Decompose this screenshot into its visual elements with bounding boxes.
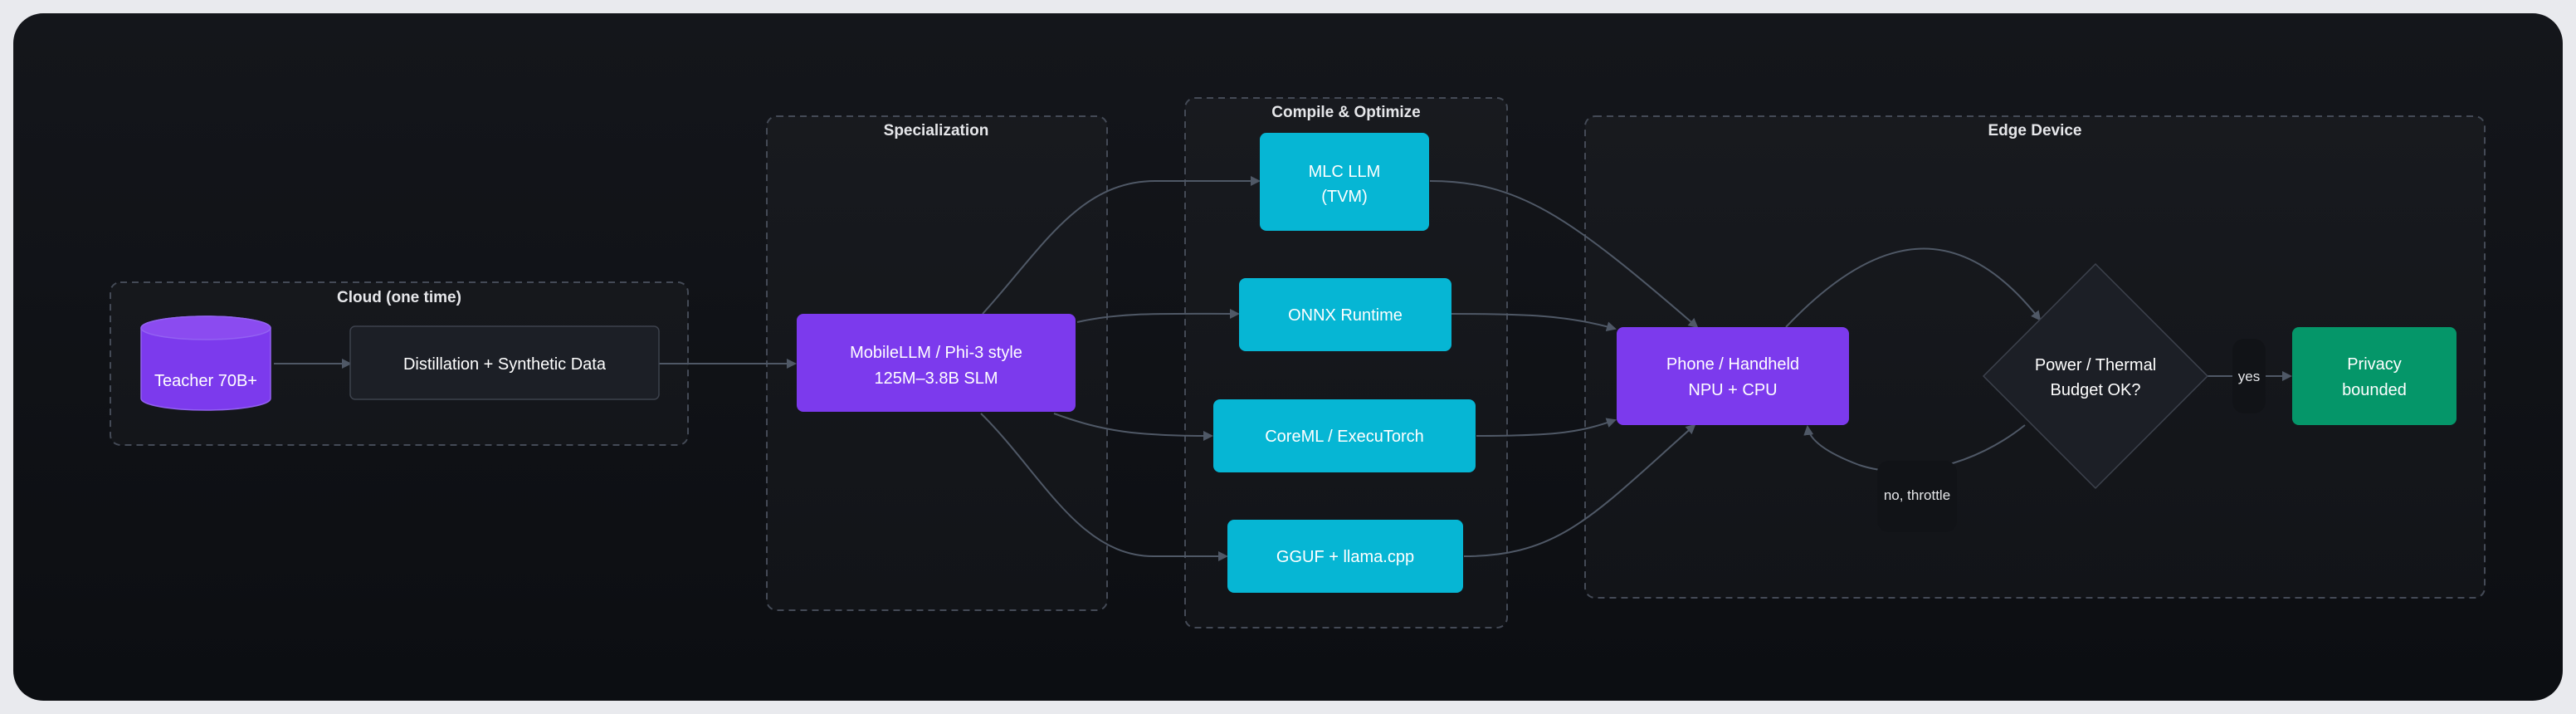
node-power-line1: Power / Thermal bbox=[2035, 356, 2156, 374]
node-slm[interactable]: MobileLLM / Phi-3 style 125M–3.8B SLM bbox=[797, 314, 1076, 412]
node-privacy-line2: bounded bbox=[2342, 381, 2407, 399]
node-privacy-line1: Privacy bbox=[2347, 355, 2402, 374]
node-mlc[interactable]: MLC LLM (TVM) bbox=[1260, 133, 1429, 231]
node-phone[interactable]: Phone / Handheld NPU + CPU bbox=[1617, 327, 1849, 425]
edge-power-phone-throttle bbox=[1803, 424, 2026, 472]
node-mlc-line1: MLC LLM bbox=[1309, 163, 1381, 181]
group-cloud-title: Cloud (one time) bbox=[337, 289, 461, 306]
node-coreml-label: CoreML / ExecuTorch bbox=[1265, 428, 1424, 446]
edge-slm-gguf bbox=[980, 413, 1228, 561]
node-privacy[interactable]: Privacy bounded bbox=[2292, 327, 2456, 425]
edge-label-throttle: no, throttle bbox=[1877, 461, 1957, 532]
edge-mlc-phone bbox=[1429, 180, 1699, 329]
group-edge-device: Edge Device bbox=[1584, 115, 2486, 599]
node-power[interactable]: Power / Thermal Budget OK? bbox=[1982, 262, 2209, 490]
node-onnx-label: ONNX Runtime bbox=[1288, 306, 1403, 325]
edge-label-throttle-text: no, throttle bbox=[1884, 487, 1950, 503]
node-phone-line1: Phone / Handheld bbox=[1666, 355, 1799, 374]
node-phone-line2: NPU + CPU bbox=[1688, 381, 1777, 399]
group-edge-device-title: Edge Device bbox=[1988, 122, 2082, 139]
edge-slm-mlc bbox=[982, 176, 1261, 315]
node-coreml[interactable]: CoreML / ExecuTorch bbox=[1213, 399, 1476, 472]
group-compile: Compile & Optimize bbox=[1184, 97, 1508, 628]
edge-slm-coreml bbox=[1053, 413, 1213, 441]
node-gguf[interactable]: GGUF + llama.cpp bbox=[1227, 520, 1463, 593]
node-slm-line2: 125M–3.8B SLM bbox=[875, 369, 998, 388]
edge-slm-onnx bbox=[1076, 308, 1240, 323]
node-mlc-line2: (TVM) bbox=[1321, 188, 1368, 206]
group-compile-title: Compile & Optimize bbox=[1271, 104, 1420, 121]
edge-phone-power bbox=[1785, 247, 2042, 328]
edge-gguf-phone bbox=[1463, 423, 1696, 557]
node-power-line2: Budget OK? bbox=[2051, 381, 2141, 399]
node-distill-label: Distillation + Synthetic Data bbox=[403, 355, 607, 374]
node-teacher[interactable]: Teacher 70B+ bbox=[140, 315, 271, 411]
node-onnx[interactable]: ONNX Runtime bbox=[1239, 278, 1451, 351]
node-gguf-label: GGUF + llama.cpp bbox=[1276, 548, 1414, 566]
node-slm-line1: MobileLLM / Phi-3 style bbox=[850, 344, 1022, 362]
group-specialization-title: Specialization bbox=[884, 122, 989, 139]
edge-onnx-phone bbox=[1451, 313, 1617, 332]
edge-label-yes-text: yes bbox=[2238, 369, 2260, 384]
edge-coreml-phone bbox=[1476, 418, 1617, 437]
node-distill[interactable]: Distillation + Synthetic Data bbox=[349, 325, 660, 400]
edge-label-yes: yes bbox=[2232, 339, 2266, 413]
node-teacher-label: Teacher 70B+ bbox=[154, 372, 257, 390]
